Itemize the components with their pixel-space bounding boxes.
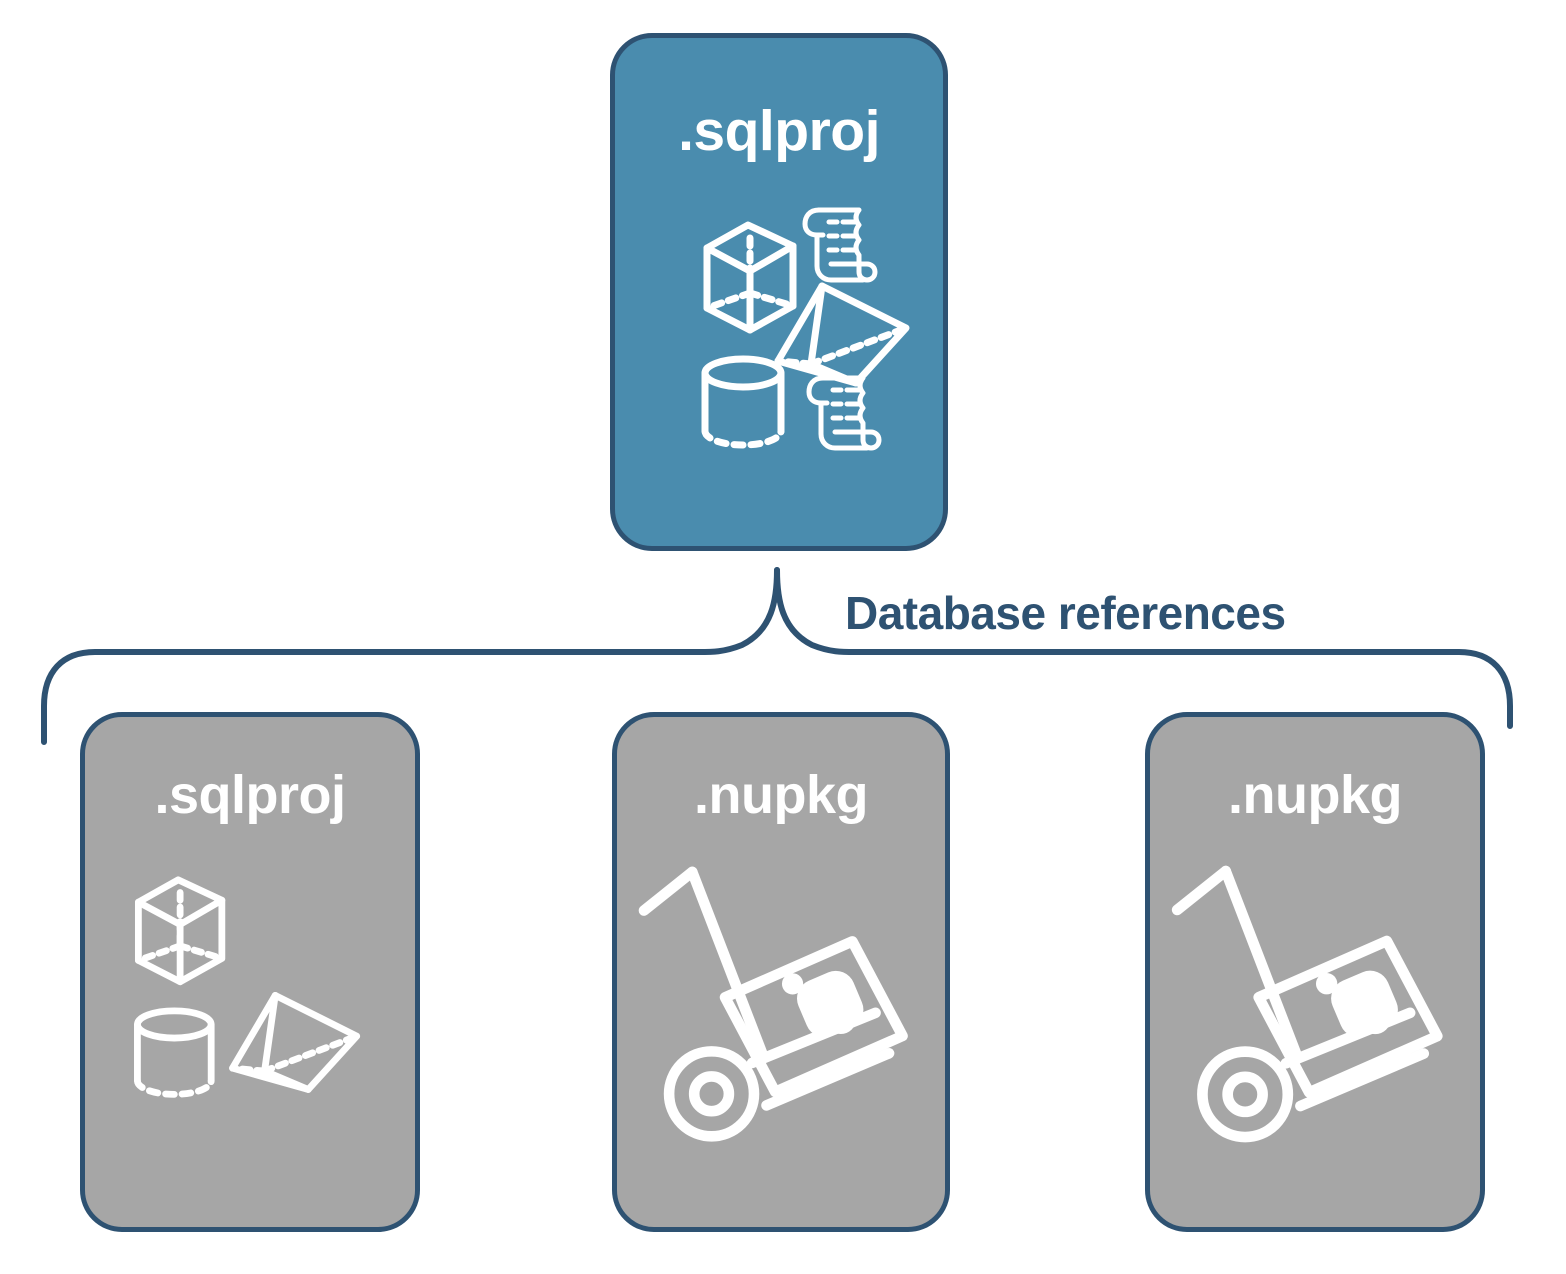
node-card-child-nupkg-2[interactable]: .nupkg [1145,712,1485,1232]
card-title-root: .sqlproj [678,99,880,163]
card-title-child-2: .nupkg [1228,765,1402,825]
hand-truck-package-icon [1171,865,1443,1143]
card-title-child-0: .sqlproj [154,765,346,825]
nuget-logo-icon [1315,970,1398,1038]
root-icon-group [701,207,910,451]
cylinder-icon [701,355,785,449]
cylinder-icon [134,1007,215,1098]
scroll-icon [802,207,878,283]
hand-truck-package-icon [638,866,908,1142]
cube-icon [703,221,797,334]
pyramid-icon [229,991,361,1093]
child-0-icon-group [134,876,361,1098]
child-1-icon-group [638,866,908,1142]
node-card-root-sqlproj[interactable]: .sqlproj [610,33,948,551]
connector-label: Database references [845,587,1286,639]
child-2-icon-group [1171,865,1443,1143]
card-title-child-1: .nupkg [694,765,868,825]
scroll-icon [806,375,882,451]
node-card-child-sqlproj[interactable]: .sqlproj [80,712,420,1232]
nuget-logo-icon [781,970,864,1038]
cube-icon [134,876,226,986]
node-card-child-nupkg-1[interactable]: .nupkg [612,712,950,1232]
pyramid-icon [774,282,910,387]
